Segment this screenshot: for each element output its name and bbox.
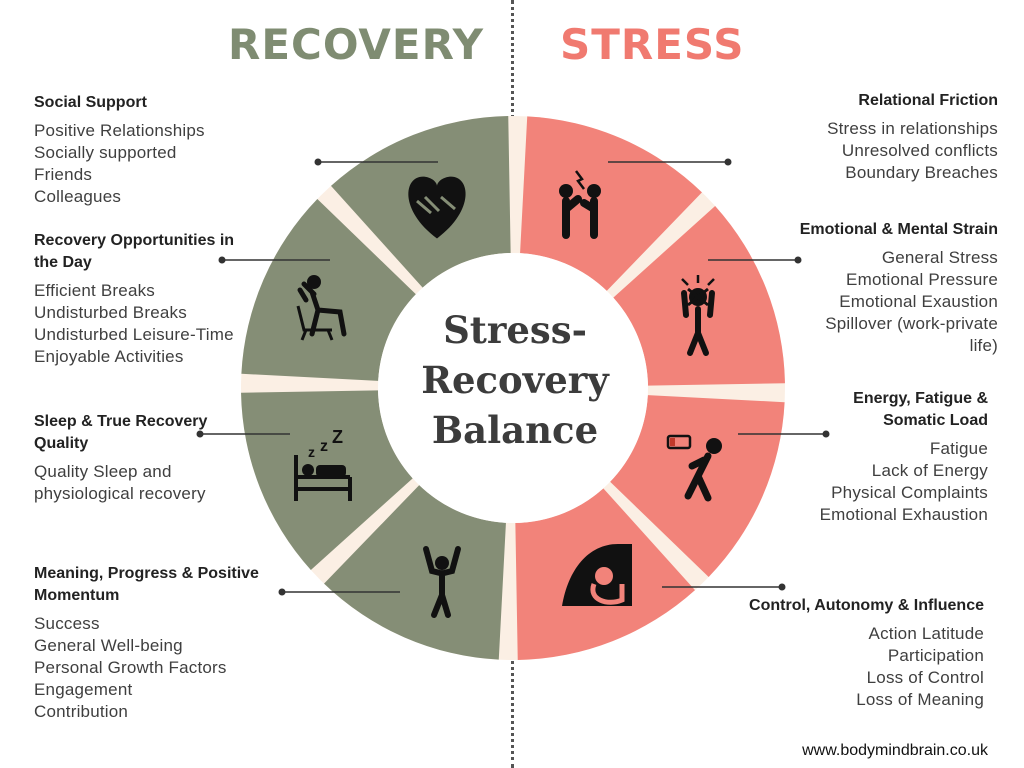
list-item: Physical Complaints bbox=[831, 483, 988, 502]
list-item: Action Latitude bbox=[868, 624, 984, 643]
stress-heading: STRESS bbox=[560, 20, 745, 69]
celebrating-person-icon bbox=[423, 546, 461, 618]
list-item: Undisturbed Breaks bbox=[34, 303, 187, 322]
meaning-progress-block: Meaning, Progress & Positive Momentum Su… bbox=[34, 563, 314, 723]
list-item: Lack of Energy bbox=[871, 461, 988, 480]
website-link[interactable]: www.bodymindbrain.co.uk bbox=[802, 742, 988, 759]
sleeping-bed-icon: z z Z bbox=[294, 427, 352, 501]
social-support-block: Social Support Positive Relationships So… bbox=[34, 92, 274, 208]
list-item: Spillover (work-private life) bbox=[825, 314, 998, 355]
list-item: Colleagues bbox=[34, 187, 122, 206]
list-item: General Stress bbox=[881, 248, 998, 267]
block-title: Energy, Fatigue & Somatic Load bbox=[853, 390, 988, 429]
list-item: Loss of Meaning bbox=[856, 690, 984, 709]
list-item: Boundary Breaches bbox=[845, 163, 998, 182]
meaning-progress-connector bbox=[278, 588, 400, 596]
center-title-line-1: Stress- bbox=[443, 308, 587, 352]
svg-text:Z: Z bbox=[332, 427, 343, 447]
stressed-person-icon bbox=[681, 275, 715, 356]
list-item: Positive Relationships bbox=[34, 121, 205, 140]
block-title: Relational Friction bbox=[858, 92, 998, 109]
list-item: Participation bbox=[887, 646, 984, 665]
svg-text:z: z bbox=[308, 444, 315, 460]
center-title-line-2: Recovery bbox=[421, 358, 609, 402]
block-title: Emotional & Mental Strain bbox=[799, 221, 998, 238]
list-item: Undisturbed Leisure-Time bbox=[34, 325, 234, 344]
relational-friction-block: Relational Friction Stress in relationsh… bbox=[758, 90, 998, 184]
arguing-people-icon bbox=[559, 170, 601, 239]
list-item: Socially supported bbox=[34, 143, 177, 162]
list-item: Stress in relationships bbox=[827, 119, 998, 138]
list-item: Loss of Control bbox=[866, 668, 984, 687]
list-item: Fatigue bbox=[929, 439, 988, 458]
relational-friction-connector bbox=[608, 158, 732, 166]
list-item: Emotional Pressure bbox=[846, 270, 998, 289]
control-autonomy-connector bbox=[662, 583, 786, 591]
list-item: Emotional Exaustion bbox=[839, 292, 998, 311]
list-item: Friends bbox=[34, 165, 93, 184]
energy-fatigue-block: Energy, Fatigue & Somatic Load Fatigue L… bbox=[788, 388, 988, 526]
stress-segment-1 bbox=[520, 116, 702, 291]
block-title: Social Support bbox=[34, 94, 147, 111]
wheel-hole bbox=[378, 253, 648, 523]
recovery-segment-2 bbox=[241, 199, 416, 381]
emotional-strain-connector bbox=[708, 256, 802, 264]
svg-text:z: z bbox=[320, 438, 328, 455]
social-support-connector bbox=[314, 158, 438, 166]
recovery-opportunities-block: Recovery Opportunities in the Day Effici… bbox=[34, 230, 259, 368]
recovery-segment-3 bbox=[241, 390, 413, 571]
list-item: Quality Sleep and physiological recovery bbox=[34, 462, 206, 503]
recovery-opportunities-connector bbox=[218, 256, 330, 264]
center-title-line-3: Balance bbox=[431, 408, 599, 452]
block-title: Recovery Opportunities in the Day bbox=[34, 232, 235, 271]
sleep-recovery-connector bbox=[196, 430, 290, 438]
list-item: Success bbox=[34, 614, 100, 633]
crouching-person-icon bbox=[562, 544, 632, 606]
sleep-recovery-block: Sleep & True Recovery Quality Quality Sl… bbox=[34, 411, 259, 505]
list-item: Unresolved conflicts bbox=[841, 141, 998, 160]
list-item: Enjoyable Activities bbox=[34, 347, 184, 366]
center-title: Stress- Recovery Balance bbox=[412, 305, 618, 455]
energy-fatigue-connector bbox=[738, 430, 830, 438]
recovery-segment-4 bbox=[324, 485, 506, 660]
list-item: Personal Growth Factors bbox=[34, 658, 227, 677]
block-title: Control, Autonomy & Influence bbox=[749, 597, 984, 614]
stress-segment-3 bbox=[610, 395, 785, 577]
handshake-heart-icon bbox=[408, 176, 466, 239]
recovery-heading: RECOVERY bbox=[228, 20, 485, 69]
list-item: Contribution bbox=[34, 702, 129, 721]
block-title: Sleep & True Recovery Quality bbox=[34, 413, 208, 452]
list-item: Engagement bbox=[34, 680, 133, 699]
relaxing-chair-icon bbox=[296, 275, 347, 341]
block-title: Meaning, Progress & Positive Momentum bbox=[34, 565, 259, 604]
low-battery-person-icon bbox=[666, 434, 722, 502]
list-item: Efficient Breaks bbox=[34, 281, 155, 300]
control-autonomy-block: Control, Autonomy & Influence Action Lat… bbox=[694, 595, 984, 711]
list-item: Emotional Exhaustion bbox=[819, 505, 988, 524]
emotional-mental-strain-block: Emotional & Mental Strain General Stress… bbox=[748, 219, 998, 357]
list-item: General Well-being bbox=[34, 636, 183, 655]
